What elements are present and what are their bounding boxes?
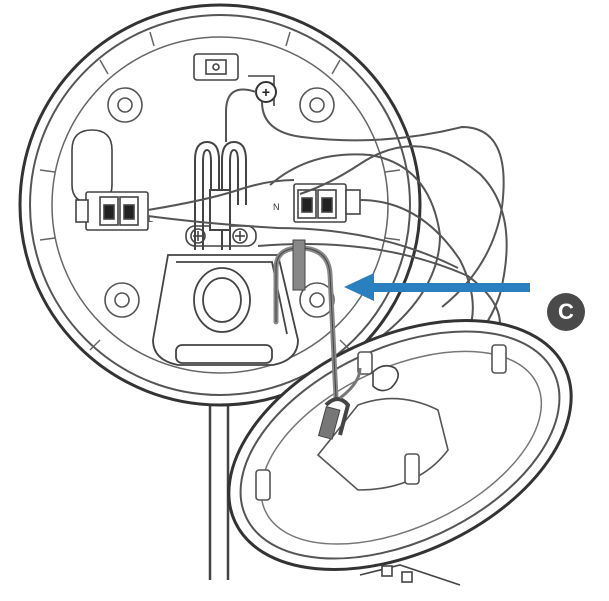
wires	[147, 88, 508, 375]
arrow-icon	[344, 273, 530, 301]
ground-symbol: +	[262, 84, 270, 100]
wire-bundle	[194, 140, 247, 250]
center-bracket	[152, 254, 299, 366]
terminal-label-left: L	[148, 214, 153, 224]
right-terminal-block: N	[273, 183, 361, 223]
top-clip	[193, 53, 239, 81]
lower-bracket	[359, 564, 461, 586]
ground-screw-icon: +	[248, 75, 277, 106]
step-c-badge: C	[547, 293, 585, 331]
safety-hook	[273, 239, 362, 440]
screw-boss	[104, 87, 335, 318]
mounting-pole	[208, 395, 230, 580]
canopy	[227, 319, 573, 571]
left-terminal-block: L	[75, 191, 153, 231]
terminal-label-right: N	[273, 202, 280, 212]
